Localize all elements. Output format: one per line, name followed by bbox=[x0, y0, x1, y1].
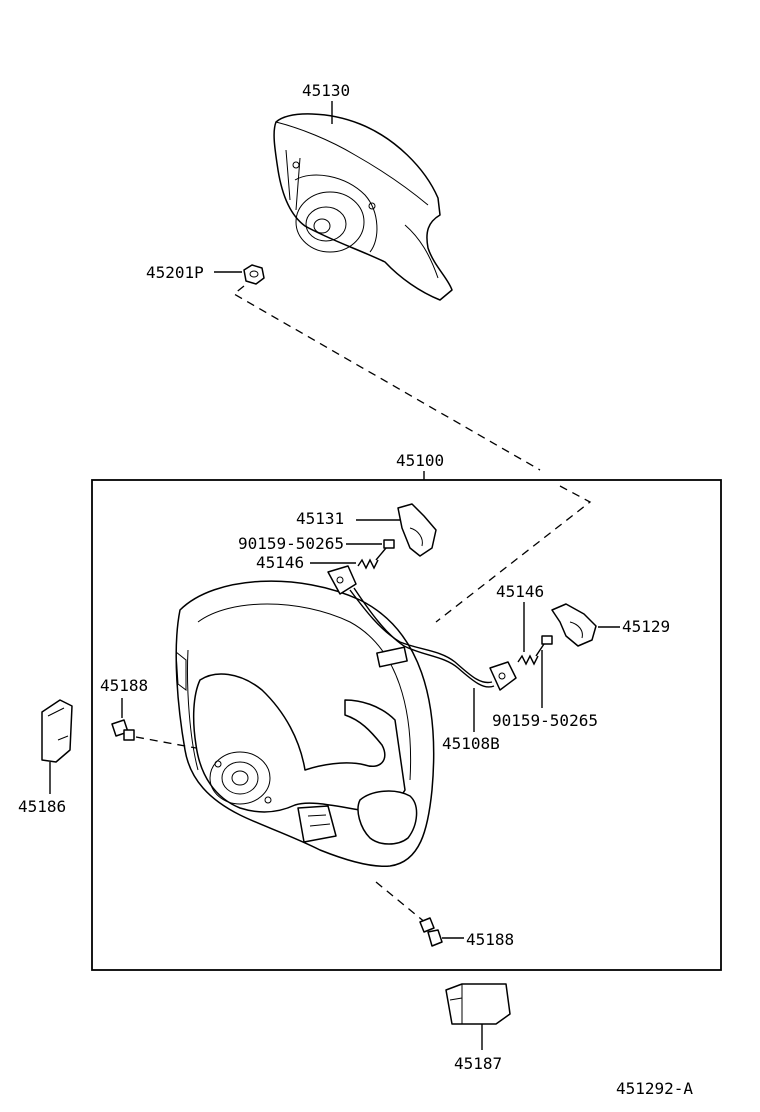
callout-90159-bottom: 90159-50265 bbox=[492, 711, 598, 730]
assembly-frame-45100 bbox=[91, 479, 722, 971]
callout-45100: 45100 bbox=[396, 451, 444, 470]
callout-90159-top: 90159-50265 bbox=[238, 534, 344, 553]
screw-90159-bottom bbox=[535, 635, 553, 657]
cover-45186 bbox=[41, 699, 73, 763]
spring-45146-left bbox=[357, 558, 379, 570]
steering-wheel-part bbox=[175, 580, 435, 867]
callout-45108b: 45108B bbox=[442, 734, 500, 753]
cover-45131 bbox=[397, 503, 437, 557]
bolt-45188-bottom bbox=[419, 917, 443, 947]
callout-45201p: 45201P bbox=[146, 263, 204, 282]
callout-45131: 45131 bbox=[296, 509, 344, 528]
screw-90159-top bbox=[375, 539, 395, 561]
callout-45188-bottom: 45188 bbox=[466, 930, 514, 949]
cover-45129 bbox=[551, 603, 597, 647]
airbag-pad-part bbox=[273, 113, 453, 301]
spring-45146-right bbox=[517, 654, 539, 666]
bolt-45188-left bbox=[111, 719, 135, 741]
callout-45188-left: 45188 bbox=[100, 676, 148, 695]
cover-45187 bbox=[445, 983, 511, 1025]
callout-45146-right: 45146 bbox=[496, 582, 544, 601]
callout-45130: 45130 bbox=[302, 81, 350, 100]
dashed-guide-bolt-left bbox=[135, 736, 197, 749]
callout-45187: 45187 bbox=[454, 1054, 502, 1073]
callout-45186: 45186 bbox=[18, 797, 66, 816]
callout-45129: 45129 bbox=[622, 617, 670, 636]
dashed-guide-pad bbox=[435, 485, 592, 623]
wire-harness-45108b bbox=[327, 565, 517, 691]
callout-45146-left: 45146 bbox=[256, 553, 304, 572]
drawing-number: 451292-A bbox=[616, 1079, 693, 1098]
nut-45201p bbox=[243, 264, 265, 285]
dashed-guide-nut bbox=[232, 285, 541, 471]
